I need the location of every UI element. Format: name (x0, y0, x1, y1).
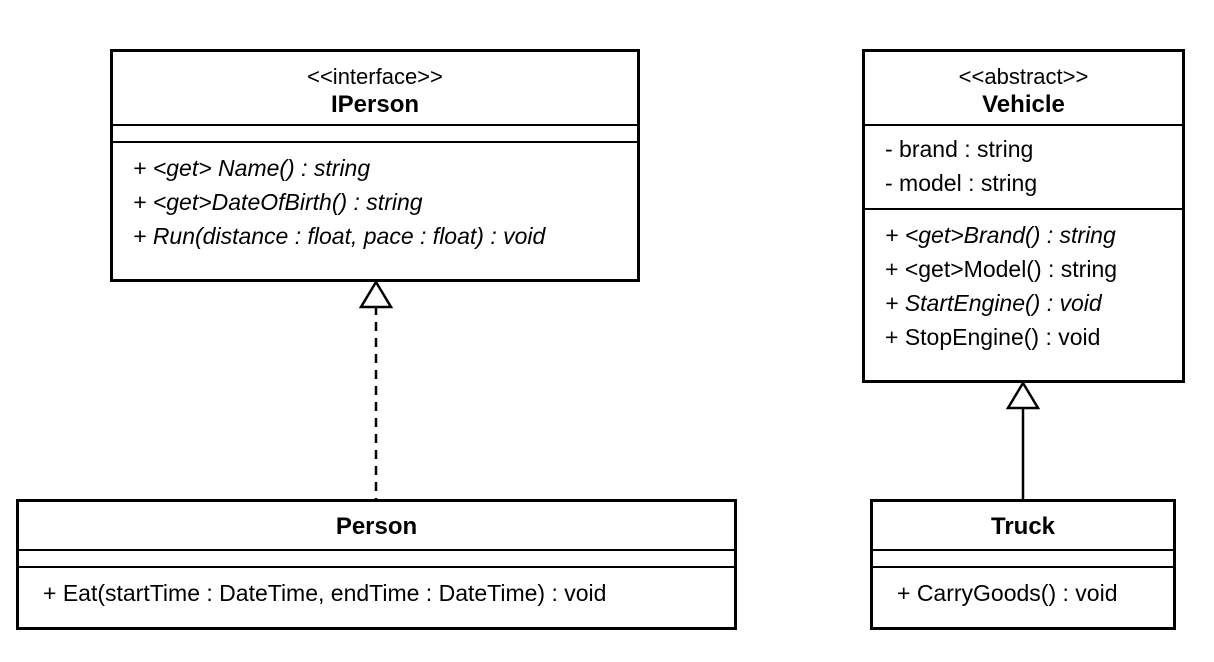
class-iperson[interactable]: <<interface>> IPerson + <get> Name() : s… (110, 49, 640, 282)
stereotype-label: <<abstract>> (958, 64, 1089, 89)
operation: + StartEngine() : void (885, 290, 1102, 316)
operations-compartment: + Eat(startTime : DateTime, endTime : Da… (19, 568, 734, 618)
class-name: IPerson (330, 91, 420, 118)
operation: + CarryGoods() : void (897, 580, 1118, 606)
class-name: Truck (990, 513, 1056, 540)
attributes-compartment (113, 126, 637, 143)
operation: + StopEngine() : void (885, 324, 1101, 350)
realization-hollow-triangle-icon (358, 279, 394, 309)
class-header: Person (19, 502, 734, 551)
operation: + <get>Model() : string (885, 256, 1118, 282)
attributes-compartment (19, 551, 734, 568)
operation: + <get>DateOfBirth() : string (133, 189, 423, 215)
attributes-compartment: - brand : string - model : string (865, 126, 1182, 210)
attribute: - model : string (885, 170, 1038, 196)
operation: + <get>Brand() : string (885, 222, 1116, 248)
class-name: Person (335, 513, 418, 540)
stereotype-label: <<interface>> (307, 64, 443, 89)
class-header: Truck (873, 502, 1173, 551)
generalization-arrow[interactable] (1005, 380, 1041, 499)
class-truck[interactable]: Truck + CarryGoods() : void (870, 499, 1176, 630)
operation: + Run(distance : float, pace : float) : … (133, 223, 546, 249)
operations-compartment: + CarryGoods() : void (873, 568, 1173, 618)
class-vehicle[interactable]: <<abstract>> Vehicle - brand : string - … (862, 49, 1185, 383)
operations-compartment: + <get> Name() : string + <get>DateOfBir… (113, 143, 637, 261)
class-header: <<interface>> IPerson (113, 52, 637, 126)
realization-arrow[interactable] (358, 279, 394, 499)
generalization-hollow-triangle-icon (1005, 380, 1041, 410)
class-header: <<abstract>> Vehicle (865, 52, 1182, 126)
operations-compartment: + <get>Brand() : string + <get>Model() :… (865, 210, 1182, 362)
operation: + Eat(startTime : DateTime, endTime : Da… (43, 580, 607, 606)
attributes-compartment (873, 551, 1173, 568)
class-name: Vehicle (982, 91, 1065, 118)
class-person[interactable]: Person + Eat(startTime : DateTime, endTi… (16, 499, 737, 630)
attribute: - brand : string (885, 136, 1034, 162)
operation: + <get> Name() : string (133, 155, 371, 181)
